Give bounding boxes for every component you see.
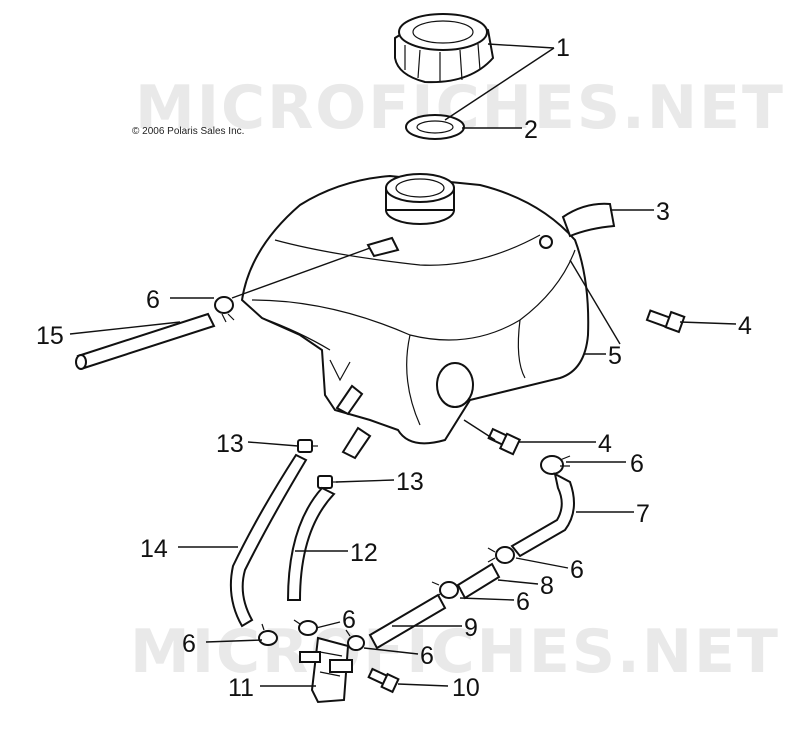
callout-9: 9 bbox=[464, 614, 478, 642]
callouts: 1 2 3 4 4 5 6 6 6 6 6 6 6 7 8 9 10 11 12… bbox=[36, 34, 752, 702]
copyright-text: © 2006 Polaris Sales Inc. bbox=[132, 126, 244, 137]
callout-14: 14 bbox=[140, 535, 168, 563]
bolt-upper bbox=[645, 309, 686, 334]
callout-4-lower: 4 bbox=[598, 430, 612, 458]
callout-1: 1 bbox=[556, 34, 570, 62]
callout-2: 2 bbox=[524, 116, 538, 144]
callout-6-return: 6 bbox=[630, 450, 644, 478]
callout-6-valve-top: 6 bbox=[342, 606, 356, 634]
cap-gasket bbox=[405, 114, 465, 140]
callout-13-lower: 13 bbox=[396, 468, 424, 496]
fuel-shutoff-valve bbox=[299, 636, 353, 704]
callout-10: 10 bbox=[452, 674, 480, 702]
callout-8: 8 bbox=[540, 572, 554, 600]
vent-hose bbox=[75, 312, 216, 370]
fuel-tank bbox=[240, 173, 590, 460]
callout-12: 12 bbox=[350, 539, 378, 567]
fuel-cap bbox=[394, 13, 495, 84]
bolt-lower bbox=[487, 427, 522, 456]
callout-3: 3 bbox=[656, 198, 670, 226]
callout-6-valve-left: 6 bbox=[182, 630, 196, 658]
fuel-hose bbox=[286, 486, 336, 601]
callout-6-line-upper: 6 bbox=[570, 556, 584, 584]
watermark-bottom: MICROFICHES.NET bbox=[130, 617, 780, 687]
clamp-vent bbox=[214, 296, 235, 323]
callout-6-valve-right: 6 bbox=[420, 642, 434, 670]
hose-clip-lower bbox=[317, 475, 338, 489]
callout-6-line-lower: 6 bbox=[516, 588, 530, 616]
callout-7: 7 bbox=[636, 500, 650, 528]
fuel-line bbox=[368, 593, 447, 650]
callout-11: 11 bbox=[228, 674, 254, 702]
callout-4-upper: 4 bbox=[738, 312, 752, 340]
clamp-valve-right bbox=[345, 629, 365, 651]
valve-screw bbox=[367, 667, 400, 694]
return-hose bbox=[510, 472, 575, 558]
clamp-valve-left bbox=[258, 623, 278, 646]
fuel-hose-long bbox=[229, 453, 308, 628]
hose-clip-upper bbox=[297, 439, 318, 453]
callout-6-vent: 6 bbox=[146, 286, 160, 314]
clamp-line-lower bbox=[431, 581, 459, 601]
callout-15: 15 bbox=[36, 322, 64, 350]
callout-5: 5 bbox=[608, 342, 622, 370]
hose-joint bbox=[456, 562, 501, 600]
clamp-line-upper bbox=[487, 546, 515, 564]
callout-13-upper: 13 bbox=[216, 430, 244, 458]
clamp-return bbox=[540, 455, 571, 475]
tank-pad bbox=[561, 202, 616, 238]
leader-lines bbox=[69, 43, 737, 687]
